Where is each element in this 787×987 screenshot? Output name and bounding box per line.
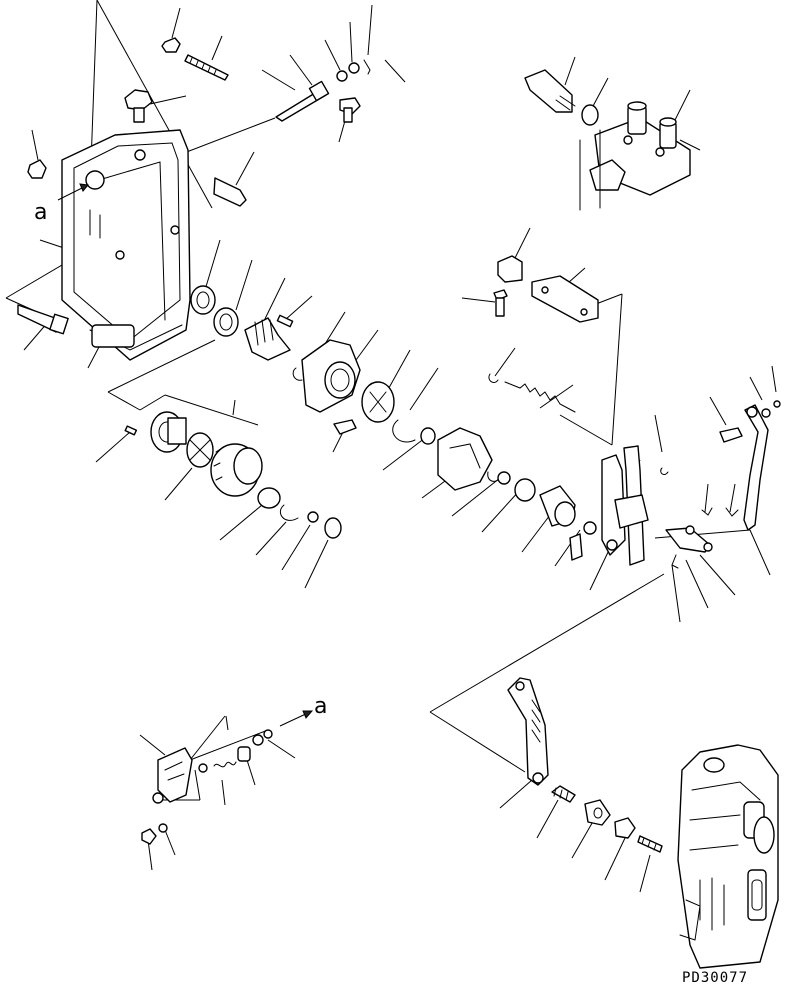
top-left-fasteners xyxy=(17,37,247,335)
gear-row xyxy=(190,285,436,445)
top-right-valve xyxy=(524,69,691,211)
right-levers xyxy=(488,255,781,569)
reference-a-bottom: a xyxy=(279,694,327,727)
governor-assembly xyxy=(437,427,597,561)
reference-label-a-bottom: a xyxy=(314,694,327,719)
reference-a-top: a xyxy=(34,183,89,225)
bottom-right-lever xyxy=(507,677,663,853)
drawing-code: PD30077 xyxy=(682,970,748,986)
lower-left-gears xyxy=(124,411,342,539)
bottom-left-assembly xyxy=(141,729,273,845)
main-housing xyxy=(61,129,191,361)
bottom-right-housing xyxy=(677,744,779,969)
reference-label-a: a xyxy=(34,200,47,225)
shaft-linkage xyxy=(275,59,371,123)
